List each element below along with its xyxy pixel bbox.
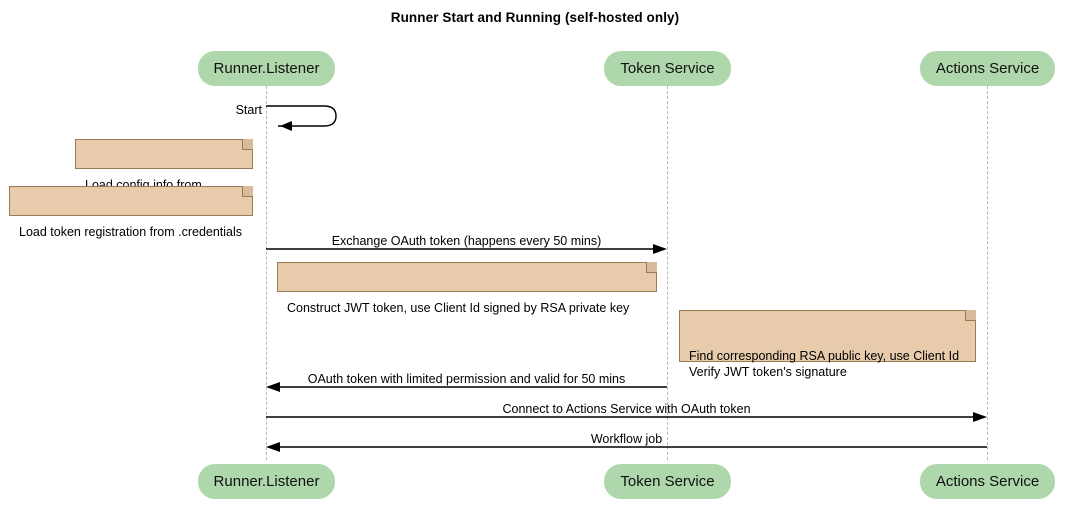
- participant-actions-top[interactable]: Actions Service: [920, 51, 1055, 86]
- lifeline-token: [667, 86, 668, 460]
- message-arrow-exchange-oauth: [266, 244, 667, 254]
- note-text: Load token registration from .credential…: [19, 225, 243, 239]
- participant-token-top[interactable]: Token Service: [604, 51, 731, 86]
- participant-runner-bottom[interactable]: Runner.Listener: [198, 464, 335, 499]
- note-load-token-registration: Load token registration from .credential…: [9, 186, 253, 239]
- message-label-start: Start: [235, 103, 262, 117]
- note-fold-icon: [242, 186, 253, 197]
- note-fold-icon: [965, 310, 976, 321]
- note-fold-icon: [646, 262, 657, 273]
- note-verify-jwt: Find corresponding RSA public key, use C…: [679, 310, 976, 379]
- note-text: Find corresponding RSA public key, use C…: [689, 349, 960, 379]
- participant-runner-top[interactable]: Runner.Listener: [198, 51, 335, 86]
- lifeline-actions: [987, 86, 988, 460]
- message-label-exchange-oauth: Exchange OAuth token (happens every 50 m…: [331, 234, 602, 248]
- message-arrow-start: [266, 105, 337, 131]
- page-title: Runner Start and Running (self-hosted on…: [390, 10, 680, 25]
- message-arrow-connect-actions: [266, 412, 987, 422]
- message-arrow-workflow-job: [266, 442, 987, 452]
- lifeline-runner: [266, 86, 267, 460]
- note-fold-icon: [242, 139, 253, 150]
- message-label-workflow-job: Workflow job: [590, 432, 663, 446]
- note-construct-jwt: Construct JWT token, use Client Id signe…: [277, 262, 657, 315]
- note-load-config: Load config info from .runner: [75, 139, 253, 208]
- message-arrow-oauth-token-reply: [266, 382, 667, 392]
- participant-token-bottom[interactable]: Token Service: [604, 464, 731, 499]
- message-label-connect-actions: Connect to Actions Service with OAuth to…: [502, 402, 751, 416]
- message-label-oauth-token-reply: OAuth token with limited permission and …: [307, 372, 626, 386]
- participant-actions-bottom[interactable]: Actions Service: [920, 464, 1055, 499]
- note-text: Construct JWT token, use Client Id signe…: [287, 301, 630, 315]
